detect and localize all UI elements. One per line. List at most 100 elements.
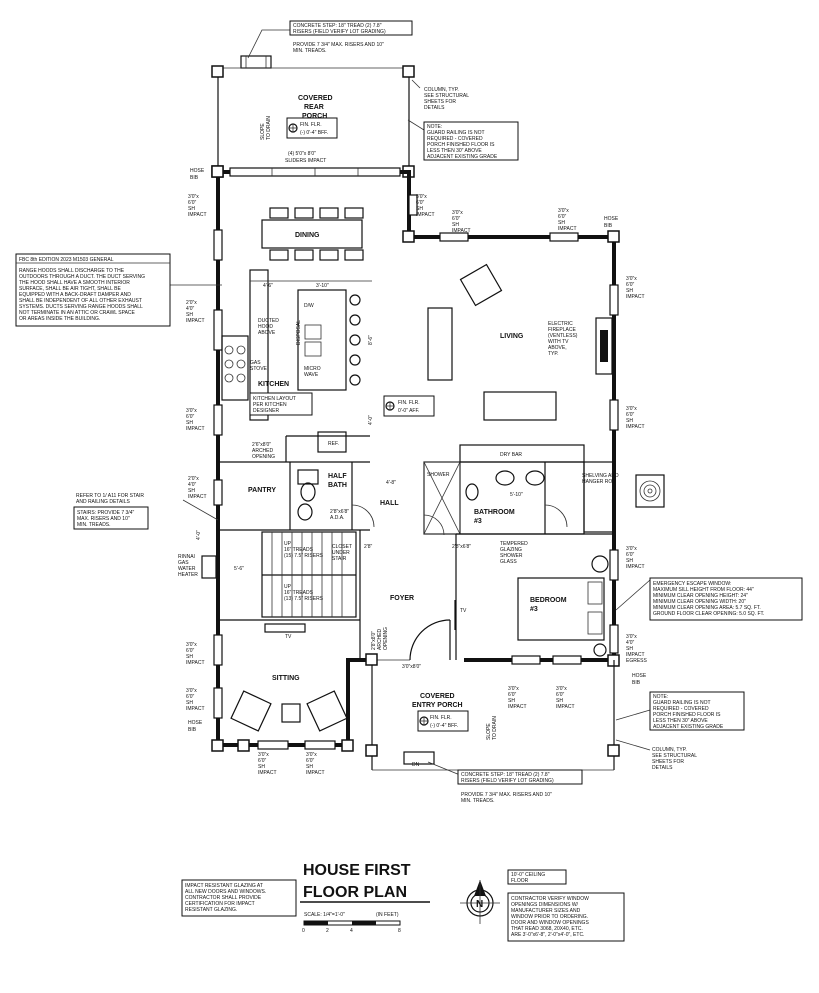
window-tag-t1-b: 6'0" xyxy=(416,200,425,206)
window-tag-r1-b: 6'0" xyxy=(626,282,635,288)
bathroom-label-2: #3 xyxy=(474,518,482,525)
bath-door-label: 2'8"x6'8" xyxy=(452,544,471,550)
scale-bar xyxy=(303,920,401,926)
entry-fin-floor-value: (-) 0'-4" BFF. xyxy=(430,723,458,729)
window-tag-l2: 2'0"x xyxy=(186,300,197,306)
front-slope-label-2: TO DRAIN xyxy=(492,716,498,740)
north-label: N xyxy=(476,899,483,910)
window-tag-f2-b: 6'0" xyxy=(556,692,565,698)
window-tag-r3: 3'0"x xyxy=(626,546,637,552)
contractor-note-box xyxy=(507,892,625,942)
window-tag-l2-c: SH xyxy=(186,312,193,318)
guard-front-5: LESS THEN 30" ABOVE xyxy=(653,718,708,724)
window-tag-s2-b: 6'0" xyxy=(306,758,315,764)
hall-label: HALL xyxy=(380,500,399,507)
rear-porch-label-2: REAR xyxy=(304,104,324,111)
window-tag-l6: 3'0"x xyxy=(186,688,197,694)
front-door-swing xyxy=(409,619,451,661)
front-step-2: RISERS (FIELD VERIFY LOT GRADING) xyxy=(461,778,554,784)
bedroom-tv-label: TV xyxy=(460,608,467,614)
range-hood-2: RANGE HOODS SHALL DISCHARGE TO THE xyxy=(19,268,125,274)
note-stair-refer: REFER TO 1/ A11 FOR STAIR AND RAILING DE… xyxy=(73,493,149,530)
window-tag-f2-d: IMPACT xyxy=(556,704,575,710)
window-tag-r3-c: SH xyxy=(626,558,633,564)
hose-bib-front-right: HOSE xyxy=(632,673,647,679)
window-tag-l6-b: 6'0" xyxy=(186,694,195,700)
window-right-egress xyxy=(609,624,619,654)
kitchen-fin-floor-tag xyxy=(383,395,435,417)
rear-column-left xyxy=(211,65,224,78)
window-tag-s1-d: IMPACT xyxy=(258,770,277,776)
entry-fin-floor-tag xyxy=(417,710,469,732)
stair-dim-2: 4'-0" xyxy=(196,530,202,540)
window-tag-l2-d: IMPACT xyxy=(186,318,205,324)
stair-dim-1: 5'-6" xyxy=(234,566,244,572)
hose-bib-rear-left-2: BIB xyxy=(190,175,199,181)
window-top-1 xyxy=(439,232,469,242)
column-front-2: SEE STRUCTURAL xyxy=(652,753,697,759)
rear-step-note-1: CONCRETE STEP: 18" TREAD (2) 7.8" xyxy=(293,23,382,29)
column-rear-2: SEE STRUCTURAL xyxy=(424,93,469,99)
arched2-label: 2'8"x8'0" xyxy=(371,631,377,650)
window-tag-s1-c: SH xyxy=(258,764,265,770)
impact-3: CONTRACTOR SHALL PROVIDE xyxy=(185,895,262,901)
dry-bar xyxy=(459,444,585,463)
stair-up2-label: UP xyxy=(284,584,292,590)
bedroom-label-2: #3 xyxy=(530,606,538,613)
gas-stove-label-2: STOVE xyxy=(250,366,268,372)
stair-up2-label-3: (13) 7.5" RISERS xyxy=(284,596,324,602)
leader-lines xyxy=(170,29,651,776)
window-left-5 xyxy=(213,634,223,666)
guard-rear-2: GUARD RAILING IS NOT xyxy=(427,130,485,136)
bath-dim: 5'-10" xyxy=(510,492,523,498)
kitchen-fixtures xyxy=(221,269,361,453)
front-step-provide-2: MIN. TREADS. xyxy=(461,798,495,804)
shelving-label-2: HANGER ROD xyxy=(582,479,616,485)
half-bath-label-1: HALF xyxy=(328,473,347,480)
emergency-3: MINIMUM CLEAR OPENING HEIGHT: 24" xyxy=(653,593,748,599)
fireplace-label-2: FIREPLACE xyxy=(548,327,576,333)
front-step-1: CONCRETE STEP: 18" TREAD (2) 7.8" xyxy=(461,772,550,778)
window-tag-l1: 3'0"x xyxy=(188,194,199,200)
guard-front-2: GUARD RAILING IS NOT xyxy=(653,700,711,706)
disposal-label: DISPOSAL xyxy=(296,320,302,345)
impact-5: RESISTANT GLAZING. xyxy=(185,907,237,913)
window-tag-l1-b: 6'0" xyxy=(188,200,197,206)
bathroom-fixtures xyxy=(465,470,545,501)
scale-unit: (IN FEET) xyxy=(376,912,399,918)
window-tag-s2: 3'0"x xyxy=(306,752,317,758)
closet-label-3: STAIR xyxy=(332,556,347,562)
rinnai-label: RINNAI xyxy=(178,554,195,560)
range-hood-9: NOT TERMINATE IN AN ATTIC OR CRAWL SPACE xyxy=(19,310,136,316)
emergency-4: MINIMUM CLEAR OPENING WIDTH: 20" xyxy=(653,599,746,605)
stair-up-label: UP xyxy=(284,541,292,547)
island-dim: 8'-6" xyxy=(368,335,374,345)
column-rear-1: COLUMN, TYP. xyxy=(424,87,459,93)
ada-door-label: 2'8"x6'8" xyxy=(330,509,349,515)
arched-opening-label: 2'6"x8'0" xyxy=(252,442,271,448)
arched-opening-label-3: OPENING xyxy=(252,454,275,460)
kitchen-dim-1: 4'-6" xyxy=(263,283,273,289)
rear-fin-floor-tag xyxy=(286,117,338,139)
rinnai-label-3: WATER xyxy=(178,566,196,572)
tempered-label-2: GLAZING xyxy=(500,547,522,553)
rear-step-provide-1: PROVIDE 7 3/4" MAX. RISERS AND 10" xyxy=(293,42,384,48)
emergency-1: EMERGENCY ESCAPE WINDOW: xyxy=(653,581,731,587)
rear-fin-floor-value: (-) 0'-4" BFF. xyxy=(300,130,328,136)
window-sitting-2 xyxy=(304,740,336,750)
impact-4: CERTIFICATION FOR IMPACT xyxy=(185,901,255,907)
electric-fireplace-icon xyxy=(595,317,613,375)
note-guard-front: NOTE: GUARD RAILING IS NOT REQUIRED - CO… xyxy=(649,691,745,731)
window-tag-r2-c: SH xyxy=(626,418,633,424)
note-rear-step: CONCRETE STEP: 18" TREAD (2) 7.8" RISERS… xyxy=(289,20,413,54)
impact-2: ALL NEW DOORS AND WINDOWS. xyxy=(185,889,266,895)
sitting-tv-label: TV xyxy=(285,634,292,640)
tempered-label: TEMPERED xyxy=(500,541,528,547)
emergency-2: MAXIMUM SILL HEIGHT FROM FLOOR: 44" xyxy=(653,587,754,593)
window-tag-r4-d: IMPACT xyxy=(626,652,645,658)
window-tag-l4: 2'0"x xyxy=(188,476,199,482)
contractor-4: WINDOW PRIOR TO ORDERING. xyxy=(511,914,588,920)
window-tag-l4-c: SH xyxy=(188,488,195,494)
bath-sink-1-icon xyxy=(495,470,515,486)
stair-refer-1: REFER TO 1/ A11 FOR STAIR xyxy=(76,493,144,499)
